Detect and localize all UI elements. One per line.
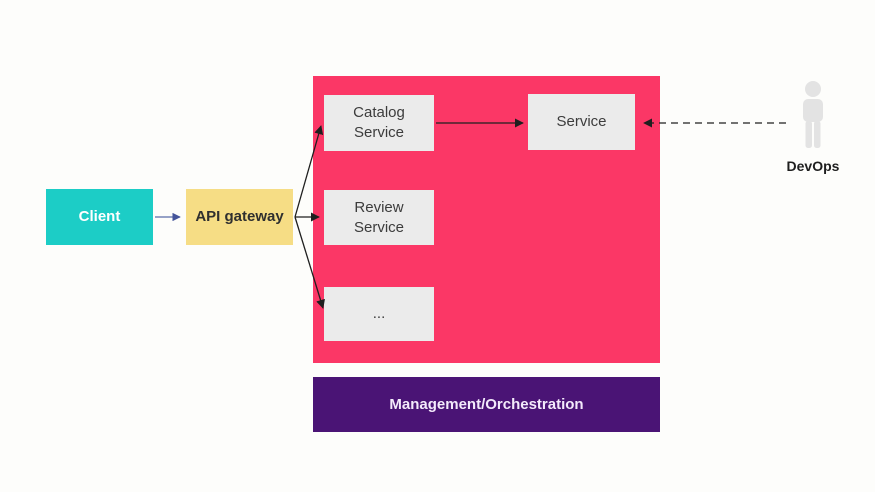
client-label: Client: [78, 208, 121, 225]
api-gateway-node: API gateway: [186, 189, 293, 245]
review-service-node: Review Service: [324, 190, 434, 245]
more-services-label: ...: [372, 305, 386, 322]
api-gateway-label: API gateway: [195, 208, 284, 225]
devops-label: DevOps: [786, 158, 840, 174]
devops-person-icon: [803, 81, 823, 148]
devops-actor: DevOps: [786, 80, 840, 174]
management-orchestration-bar: Management/Orchestration: [313, 377, 660, 432]
more-services-node: ...: [324, 287, 434, 341]
review-service-label: Review Service: [353, 198, 405, 236]
catalog-service-label: Catalog Service: [353, 104, 405, 141]
management-orchestration-label: Management/Orchestration: [389, 395, 584, 413]
service-label: Service: [556, 113, 607, 130]
service-node: Service: [528, 94, 635, 150]
client-node: Client: [46, 189, 153, 245]
catalog-service-node: Catalog Service: [324, 95, 434, 151]
